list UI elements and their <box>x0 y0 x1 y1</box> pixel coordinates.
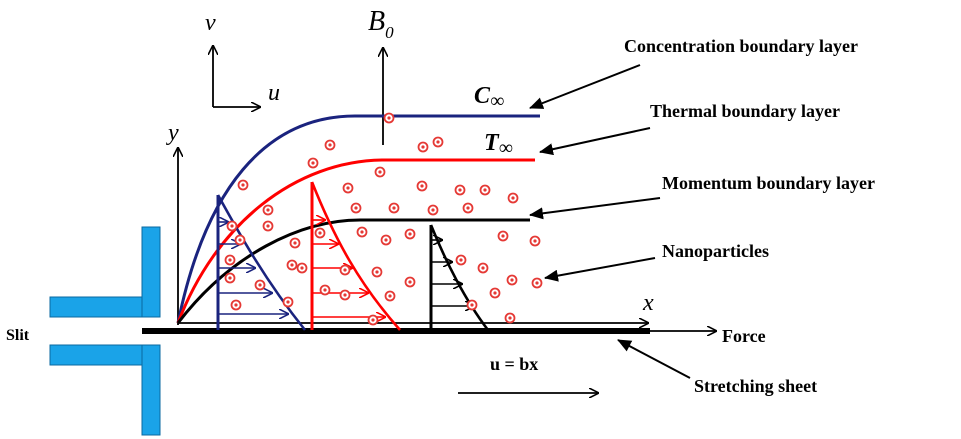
b0-symbol: B0 <box>368 6 394 42</box>
nanoparticle-core <box>266 208 270 212</box>
nanoparticle-core <box>360 230 364 234</box>
coordinate-frame <box>213 46 260 107</box>
nanoparticle-core <box>234 303 238 307</box>
nanoparticle-core <box>466 206 470 210</box>
nanoparticle-core <box>392 206 396 210</box>
nanoparticles-label: Nanoparticles <box>662 241 769 261</box>
slit-label: Slit <box>6 327 30 344</box>
slit-plates <box>49 226 161 436</box>
nanoparticle-core <box>311 161 315 165</box>
nanoparticle-core <box>346 186 350 190</box>
nanoparticle-core <box>343 293 347 297</box>
momentum-pointer <box>529 197 661 220</box>
t-inf-subscript: ∞ <box>499 137 513 159</box>
nanoparticle-core <box>323 288 327 292</box>
v-symbol: v <box>205 10 216 36</box>
nanoparticle-core <box>458 188 462 192</box>
nanoparticles-pointer <box>544 257 656 282</box>
concentration-velocity-profile <box>216 194 307 331</box>
nanoparticle-core <box>535 281 539 285</box>
thermal-velocity-profile <box>310 181 401 331</box>
momentum-velocity-profile <box>429 224 490 331</box>
slit-plate-upper-vertical <box>141 226 161 318</box>
nanoparticle-core <box>388 294 392 298</box>
u-symbol: u <box>268 80 280 106</box>
concentration-pointer <box>529 64 641 109</box>
nanoparticle-core <box>408 232 412 236</box>
nanoparticle-core <box>481 266 485 270</box>
nanoparticle-core <box>459 258 463 262</box>
nanoparticle-core <box>387 116 391 120</box>
nanoparticle-core <box>384 238 388 242</box>
nanoparticle-core <box>343 268 347 272</box>
nanoparticle-core <box>228 258 232 262</box>
y-symbol: y <box>166 120 179 146</box>
t-inf-symbol: T∞ <box>484 130 513 159</box>
stretching-label: Stretching sheet <box>694 376 817 396</box>
nanoparticle-core <box>470 303 474 307</box>
nanoparticle-core <box>354 206 358 210</box>
nanoparticle-core <box>230 224 234 228</box>
nanoparticle-core <box>293 241 297 245</box>
nanoparticle-core <box>286 300 290 304</box>
nanoparticle-core <box>511 196 515 200</box>
thermal-pointer <box>539 127 651 156</box>
slit-plate-lower-vertical <box>141 344 161 436</box>
nanoparticle-core <box>241 183 245 187</box>
nanoparticle-core <box>318 231 322 235</box>
nanoparticle-core <box>378 170 382 174</box>
nanoparticle-core <box>371 318 375 322</box>
nanoparticle-core <box>228 276 232 280</box>
nanoparticle-core <box>375 270 379 274</box>
slit-plate-lower-horizontal <box>49 344 143 366</box>
nanoparticle-core <box>258 283 262 287</box>
thermal-boundary-curve <box>176 158 535 324</box>
nanoparticle-core <box>483 188 487 192</box>
momentum-label: Momentum boundary layer <box>662 173 875 193</box>
slit-plate-upper-horizontal <box>49 296 143 318</box>
c-inf-symbol: C∞ <box>474 83 504 112</box>
nanoparticle-core <box>328 143 332 147</box>
stretching-pointer <box>617 339 691 379</box>
nanoparticle-core <box>493 291 497 295</box>
nanoparticle-core <box>533 239 537 243</box>
concentration-label: Concentration boundary layer <box>624 36 858 56</box>
nanoparticle-core <box>408 280 412 284</box>
b0-subscript: 0 <box>385 23 394 42</box>
nanoparticle-core <box>238 238 242 242</box>
nanoparticle-core <box>300 266 304 270</box>
nanoparticle-core <box>431 208 435 212</box>
nanoparticle-core <box>421 145 425 149</box>
nanoparticle-core <box>501 234 505 238</box>
nanoparticle-core <box>436 140 440 144</box>
nanoparticle-core <box>266 224 270 228</box>
nanoparticle-core <box>290 263 294 267</box>
c-inf-subscript: ∞ <box>490 90 504 112</box>
velocity-label: u = bx <box>490 354 538 374</box>
nanoparticles-cloud <box>224 112 543 326</box>
concentration-boundary-curve <box>176 114 540 324</box>
thermal-label: Thermal boundary layer <box>650 101 840 121</box>
force-label: Force <box>722 326 766 346</box>
momentum-boundary-curve <box>176 218 530 324</box>
nanoparticle-core <box>508 316 512 320</box>
nanoparticle-core <box>420 184 424 188</box>
nanoparticle-core <box>510 278 514 282</box>
x-symbol: x <box>642 290 654 316</box>
